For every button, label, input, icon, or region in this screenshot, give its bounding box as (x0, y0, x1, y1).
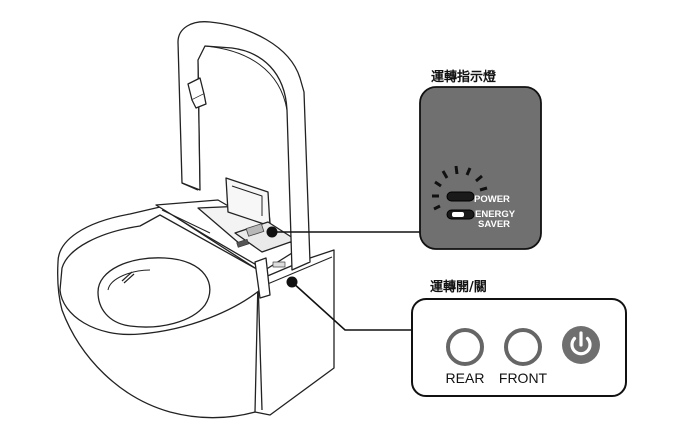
toilet-lid (177, 21, 311, 271)
front-button-label: FRONT (498, 370, 548, 386)
energy-saver-label-line1: ENERGY (475, 209, 516, 220)
switch-title: 運轉開/關 (430, 280, 487, 295)
indicator-title: 運轉指示燈 (431, 70, 497, 85)
energy-saver-indicator-lamp (446, 209, 475, 220)
power-indicator-lamp (446, 191, 475, 202)
rear-button-label: REAR (445, 370, 485, 386)
glow-rays (432, 165, 488, 211)
rear-seat-plate (155, 199, 301, 271)
indicator-panel (419, 86, 542, 250)
power-icon (570, 331, 592, 356)
front-button[interactable] (504, 328, 542, 366)
toilet-seat-opening (97, 257, 211, 328)
leader-line-switch (291, 281, 412, 331)
energy-saver-label-line2: SAVER (478, 219, 511, 230)
power-label: POWER (474, 194, 510, 205)
rear-button[interactable] (446, 328, 484, 366)
power-button[interactable] (562, 326, 600, 364)
indicator-lamp (245, 223, 265, 237)
toilet-illustration (56, 21, 335, 419)
side-button-cluster (272, 261, 286, 268)
